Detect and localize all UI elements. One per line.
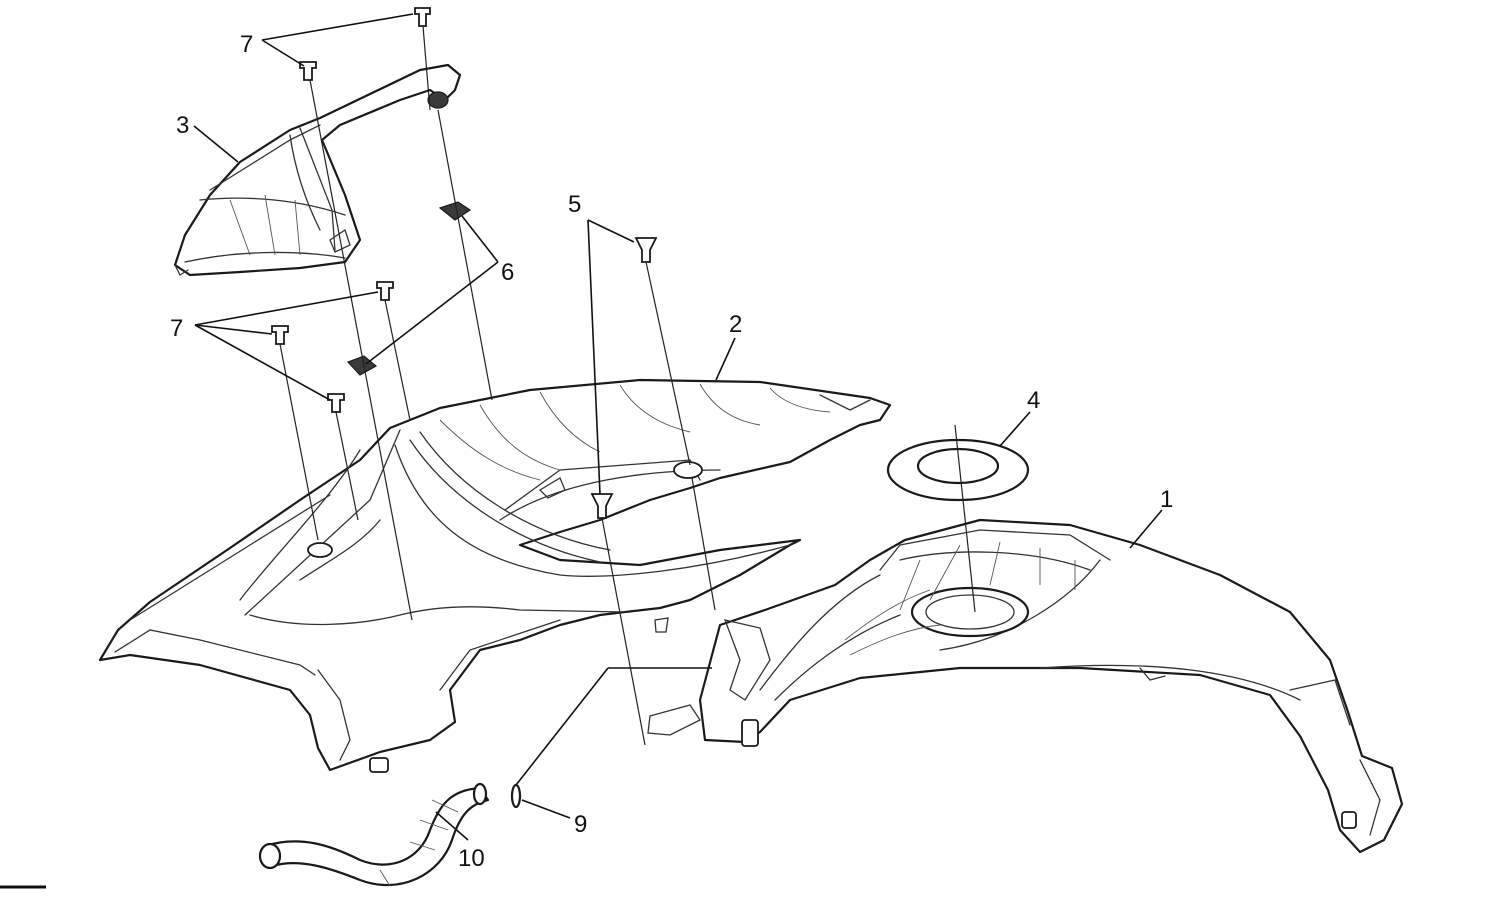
label-7-top: 7 (240, 31, 253, 58)
label-9: 9 (574, 811, 587, 838)
callout-labels: 1 2 3 4 5 6 7 7 9 10 (170, 31, 1173, 872)
part-3-front-cowl (173, 63, 462, 277)
label-4: 4 (1027, 387, 1040, 414)
label-3: 3 (176, 112, 189, 139)
fastener-7-group (271, 7, 431, 413)
part-9-clamp (510, 783, 522, 809)
label-2: 2 (729, 311, 742, 338)
assembly-axes (279, 25, 976, 746)
part-2-body-panel (98, 378, 892, 773)
part-10-hose (258, 782, 490, 887)
part-1-rear-fender (647, 518, 1404, 854)
label-1: 1 (1160, 486, 1173, 513)
fastener-6-group (346, 201, 472, 376)
leader-lines (193, 13, 1163, 841)
label-5: 5 (568, 191, 581, 218)
label-6: 6 (501, 259, 514, 286)
label-10: 10 (458, 845, 485, 872)
label-7-mid: 7 (170, 315, 183, 342)
fastener-5-group (590, 237, 658, 519)
